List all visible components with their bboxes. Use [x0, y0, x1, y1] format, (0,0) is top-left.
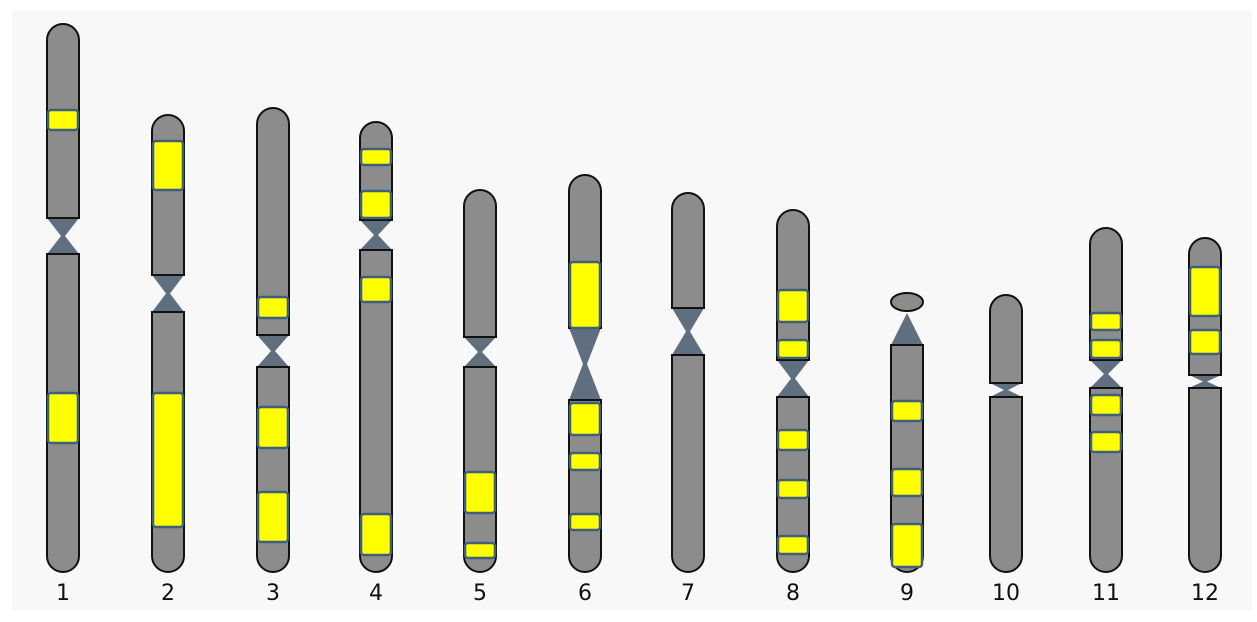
chromosome-p-arm	[672, 193, 704, 308]
chromosome-label: 1	[56, 581, 70, 606]
chromosome-p-arm	[464, 190, 496, 337]
chromosome-4: 4	[360, 122, 392, 606]
yellow-band	[570, 453, 600, 470]
chromosome-satellite	[891, 293, 923, 311]
yellow-band	[48, 393, 78, 443]
yellow-band	[778, 536, 808, 554]
chromosome-label: 4	[369, 581, 383, 606]
chromosome-9: 9	[891, 293, 923, 606]
yellow-band	[361, 514, 391, 555]
yellow-band	[892, 401, 922, 421]
chromosome-q-arm	[1189, 388, 1221, 572]
chromosome-p-arm	[777, 210, 809, 360]
yellow-band	[465, 543, 495, 558]
chromosome-q-arm	[990, 397, 1022, 572]
yellow-band	[570, 262, 600, 328]
chromosome-label: 7	[681, 581, 695, 606]
chromosome-q-arm	[464, 367, 496, 572]
yellow-band	[570, 514, 600, 530]
yellow-band	[48, 110, 78, 130]
yellow-band	[1091, 313, 1121, 330]
chromosome-5: 5	[464, 190, 496, 606]
chromosome-label: 2	[161, 581, 175, 606]
yellow-band	[1190, 267, 1220, 316]
yellow-band	[153, 393, 183, 527]
chromosome-7: 7	[672, 193, 704, 606]
chromosome-q-arm	[672, 355, 704, 572]
yellow-band	[1190, 330, 1220, 354]
yellow-band	[258, 407, 288, 448]
chromosome-label: 5	[473, 581, 487, 606]
chromosome-label: 3	[266, 581, 280, 606]
chromosome-label: 9	[900, 581, 914, 606]
yellow-band	[778, 430, 808, 450]
yellow-band	[778, 340, 808, 358]
yellow-band	[258, 297, 288, 318]
chromosome-label: 11	[1092, 581, 1120, 606]
yellow-band	[1091, 340, 1121, 358]
chromosome-6: 6	[569, 175, 601, 606]
ideogram-panel	[12, 10, 1252, 610]
yellow-band	[892, 469, 922, 496]
yellow-band	[153, 141, 183, 190]
chromosome-label: 6	[578, 581, 592, 606]
yellow-band	[778, 290, 808, 322]
yellow-band	[465, 472, 495, 513]
chromosome-p-arm	[990, 295, 1022, 383]
chromosome-10: 10	[990, 295, 1022, 606]
chromosome-8: 8	[777, 210, 809, 606]
chromosome-2: 2	[152, 115, 184, 606]
yellow-band	[570, 403, 600, 435]
yellow-band	[361, 149, 391, 165]
chromosome-11: 11	[1090, 228, 1122, 606]
yellow-band	[778, 480, 808, 498]
yellow-band	[361, 191, 391, 218]
chromosome-label: 10	[992, 581, 1020, 606]
chromosome-p-arm	[152, 115, 184, 275]
chromosome-12: 12	[1189, 238, 1221, 606]
yellow-band	[361, 277, 391, 302]
chromosome-1: 1	[47, 24, 79, 606]
yellow-band	[1091, 432, 1121, 452]
yellow-band	[258, 492, 288, 542]
chromosome-label: 12	[1191, 581, 1219, 606]
chromosome-label: 8	[786, 581, 800, 606]
yellow-band	[1091, 395, 1121, 415]
yellow-band	[892, 524, 922, 567]
